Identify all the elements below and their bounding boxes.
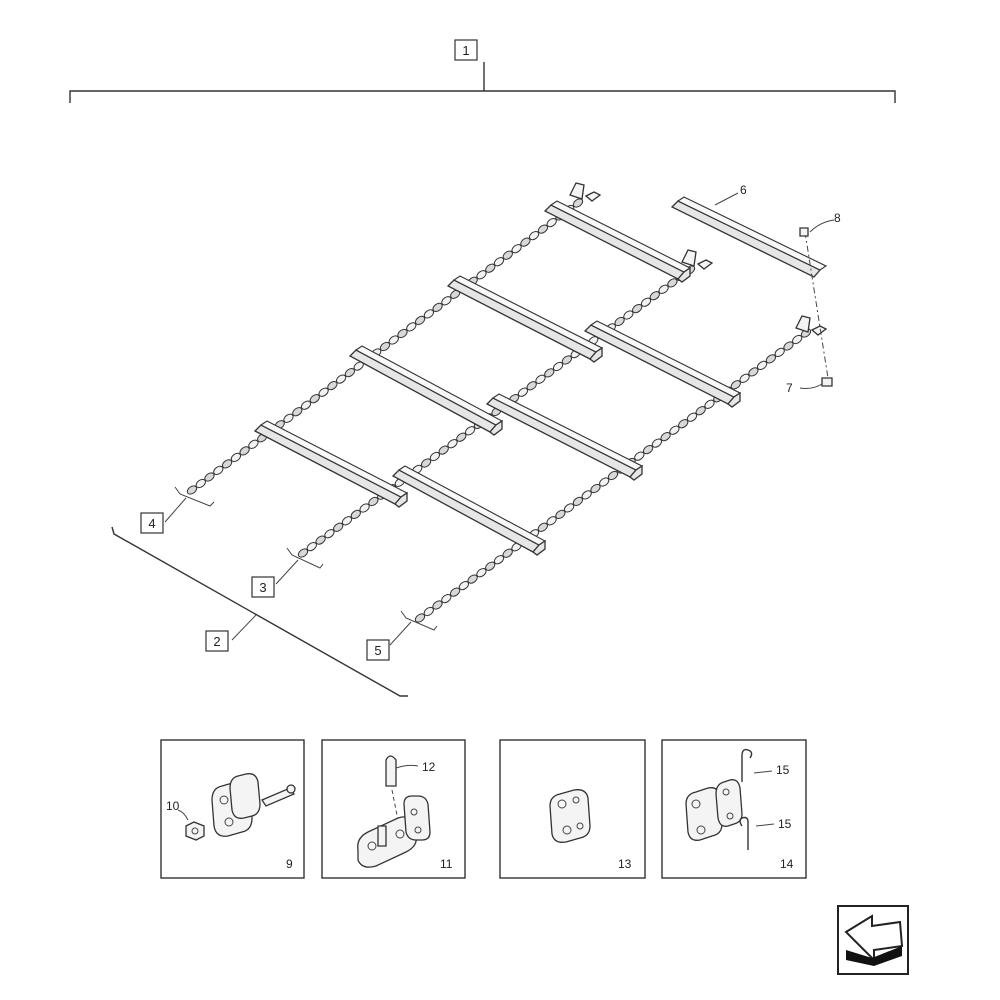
chain-link <box>537 224 549 234</box>
chain-link <box>634 451 645 461</box>
detail-panel-11: 12 11 <box>321 739 466 879</box>
chain-link <box>667 278 678 288</box>
chain-link <box>599 477 610 487</box>
panel-13-label: 13 <box>618 857 632 871</box>
assembly-bracket: 1 <box>69 39 896 103</box>
callout-6: 6 <box>740 183 747 197</box>
detail-panel-14: 15 15 14 <box>661 739 807 879</box>
chain-link <box>756 360 768 371</box>
chain-link <box>528 230 540 241</box>
chain-link <box>476 270 487 280</box>
chain-link <box>406 322 417 332</box>
slat-bars <box>253 200 742 556</box>
chain-link <box>283 413 294 423</box>
chain-end-brackets <box>569 182 828 336</box>
chain-link <box>607 470 619 481</box>
chain-link <box>359 503 370 513</box>
callout-1: 1 <box>462 43 469 58</box>
chain-link <box>485 561 496 571</box>
chain-link <box>186 485 198 495</box>
arrow-back-icon[interactable] <box>837 905 909 975</box>
slat-bar <box>543 200 692 283</box>
chain-link <box>614 316 625 327</box>
chain-link <box>449 587 461 597</box>
slat-bar <box>348 345 504 436</box>
panel-9-part-label: 10 <box>166 799 180 813</box>
chain-link <box>537 522 548 532</box>
chain-link <box>572 198 584 208</box>
slat-bar <box>583 320 742 408</box>
chain-link <box>765 354 777 364</box>
chain-link <box>493 257 505 267</box>
panel-14-part-label-a: 15 <box>776 763 790 777</box>
chain-link <box>447 439 458 449</box>
panel-9-label: 9 <box>286 857 293 871</box>
chain-link <box>420 458 432 468</box>
slat-bar <box>485 393 644 481</box>
panel-14-part-label-b: 15 <box>778 817 792 831</box>
callout-3: 3 <box>259 580 266 595</box>
chain-link <box>730 380 741 390</box>
detail-panel-13: 13 <box>499 739 646 879</box>
chain-link <box>640 297 652 307</box>
chain-link <box>239 446 250 456</box>
chain-link <box>502 250 513 260</box>
chain-link <box>792 334 803 345</box>
chain-callouts: 4 3 5 2 <box>111 486 438 697</box>
panel-14-label: 14 <box>780 857 794 871</box>
callout-7: 7 <box>786 381 793 395</box>
chain-link <box>397 328 408 339</box>
chain-link <box>432 302 443 313</box>
chain-link <box>344 367 356 378</box>
chain-link <box>476 568 487 578</box>
panel-11-label: 11 <box>440 857 453 871</box>
chain-link <box>309 394 320 404</box>
chain-link <box>546 217 557 228</box>
chain-link <box>414 613 426 623</box>
fasteners-7-8: 8 7 <box>786 211 841 395</box>
panel-11-part-label: 12 <box>422 760 436 774</box>
chain-link <box>572 496 584 507</box>
chain-link <box>213 465 224 476</box>
callout-2: 2 <box>213 634 220 649</box>
chain-link <box>511 244 522 254</box>
part-6-slat: 6 <box>670 183 828 278</box>
chain-link <box>335 374 347 384</box>
chain-link <box>333 522 344 532</box>
callout-5: 5 <box>374 643 381 658</box>
chain-link <box>563 503 575 513</box>
chain-link <box>221 459 233 469</box>
chain-link <box>441 296 452 306</box>
chain-link <box>526 381 537 391</box>
chain-link <box>678 419 689 429</box>
chain-link <box>300 400 312 410</box>
chain-link <box>669 425 680 435</box>
chain-link <box>704 399 715 409</box>
chain-link <box>318 387 329 397</box>
callout-8: 8 <box>834 211 841 225</box>
chain-link <box>441 593 452 604</box>
chain-link <box>379 341 391 352</box>
chain-link <box>414 315 426 326</box>
chain-link <box>248 439 259 449</box>
slat-bar <box>446 275 604 363</box>
chain-link <box>306 541 317 552</box>
chain-link <box>552 361 564 372</box>
detail-panel-9: 10 9 <box>160 739 305 879</box>
chain-link <box>642 444 654 455</box>
chain-link <box>204 472 215 482</box>
slat-bar <box>253 420 409 508</box>
slat-bar <box>391 465 547 556</box>
callout-4: 4 <box>148 516 155 531</box>
